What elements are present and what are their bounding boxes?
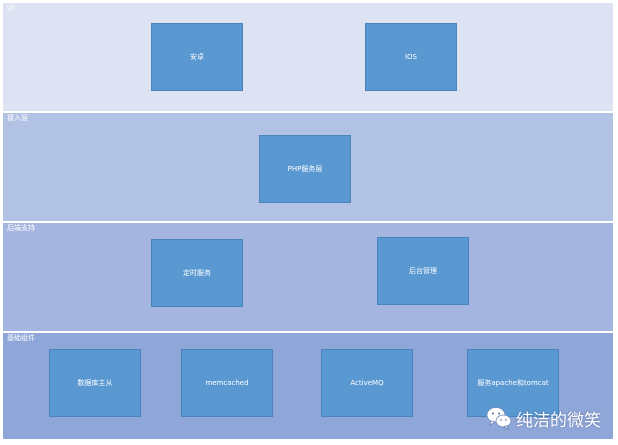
watermark-text: 纯洁的微笑 [516, 410, 601, 431]
box-db-master-slave: 数据库主从 [49, 349, 141, 417]
box-php-service: PHP服务层 [259, 135, 351, 203]
box-android-label: 安卓 [190, 52, 204, 61]
box-activemq-label: ActiveMQ [350, 378, 384, 387]
layer-label-support: 后端支持 [7, 224, 35, 232]
box-apache-tomcat: 服务apache和tomcat [467, 349, 559, 417]
wechat-icon [486, 406, 512, 430]
watermark: 纯洁的微笑 [486, 403, 616, 433]
layer-label-base: 基础组件 [7, 334, 35, 342]
box-php-service-label: PHP服务层 [287, 164, 323, 173]
layer-base: 基础组件 数据库主从 memcached ActiveMQ 服务apache和t… [2, 332, 614, 440]
layer-support: 后端支持 定时服务 后台管理 [2, 222, 614, 332]
layer-ui: UI 安卓 IOS [2, 2, 614, 112]
box-admin-label: 后台管理 [409, 266, 437, 275]
layer-label-access: 接入层 [7, 114, 28, 122]
box-db-master-slave-label: 数据库主从 [77, 378, 113, 387]
box-android: 安卓 [151, 23, 243, 91]
layer-access: 接入层 PHP服务层 [2, 112, 614, 222]
box-admin: 后台管理 [377, 237, 469, 305]
box-scheduled-service: 定时服务 [151, 239, 243, 307]
layer-label-ui: UI [7, 4, 15, 12]
box-memcached-label: memcached [205, 378, 249, 387]
box-activemq: ActiveMQ [321, 349, 413, 417]
box-memcached: memcached [181, 349, 273, 417]
box-ios: IOS [365, 23, 457, 91]
box-ios-label: IOS [404, 52, 418, 61]
box-apache-tomcat-label: 服务apache和tomcat [477, 378, 549, 387]
box-scheduled-service-label: 定时服务 [183, 268, 211, 277]
